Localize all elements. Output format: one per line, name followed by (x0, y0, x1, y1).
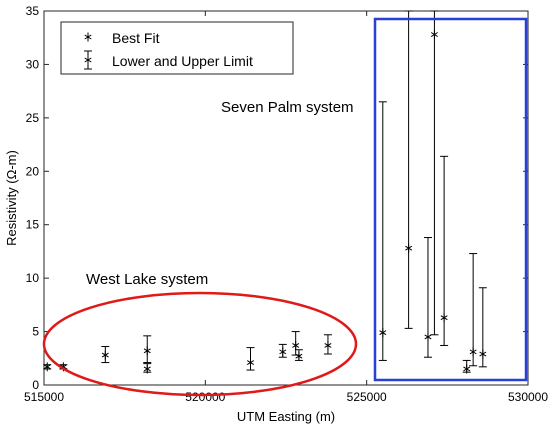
data-point (424, 332, 432, 342)
annotation-seven-palm: Seven Palm system (221, 99, 354, 116)
data-point (143, 364, 151, 374)
x-axis-label: UTM Easting (m) (237, 409, 335, 424)
legend-asterisk (84, 32, 92, 42)
x-tick-label: 525000 (347, 390, 387, 404)
data-point (292, 340, 300, 350)
error-bar (430, 10, 439, 336)
y-tick-label: 0 (32, 378, 39, 392)
y-tick-label: 5 (32, 325, 39, 339)
error-bar (469, 253, 478, 367)
x-tick-label: 520000 (185, 390, 225, 404)
y-axis-label: Resistivity (Ω-m) (4, 150, 19, 246)
data-point (463, 364, 471, 374)
error-bar (378, 101, 387, 361)
error-bar (404, 10, 413, 329)
legend-box (60, 21, 294, 75)
data-point (143, 346, 151, 356)
data-point (279, 347, 287, 357)
x-tick-label: 530000 (508, 390, 548, 404)
west-lake-ellipse (42, 291, 358, 397)
legend: Best Fit Lower and Upper Limit (60, 21, 294, 75)
data-points (43, 10, 487, 374)
data-point (430, 30, 438, 40)
seven-palm-rectangle (373, 17, 528, 382)
data-point (247, 358, 255, 368)
data-point (324, 340, 332, 350)
y-tick-label: 25 (26, 111, 40, 125)
x-tick-label: 515000 (24, 390, 64, 404)
legend-asterisk (84, 55, 92, 65)
y-tick-label: 35 (26, 4, 40, 18)
y-tick-label: 15 (26, 218, 40, 232)
data-point (440, 313, 448, 323)
data-point (101, 350, 109, 360)
data-point (43, 362, 51, 372)
data-point (405, 243, 413, 253)
data-point (295, 351, 303, 361)
data-point (479, 349, 487, 359)
legend-entry-limits: Lower and Upper Limit (112, 53, 253, 69)
legend-marker-best-fit (84, 32, 92, 42)
annotation-shapes (42, 17, 528, 397)
legend-entry-best-fit: Best Fit (112, 30, 160, 46)
data-point (379, 328, 387, 338)
y-tick-label: 10 (26, 271, 40, 285)
legend-marker-limits (84, 50, 92, 70)
y-tick-label: 30 (26, 57, 40, 71)
data-point (469, 347, 477, 357)
y-tick-label: 20 (26, 164, 40, 178)
annotation-west-lake: West Lake system (86, 271, 208, 288)
